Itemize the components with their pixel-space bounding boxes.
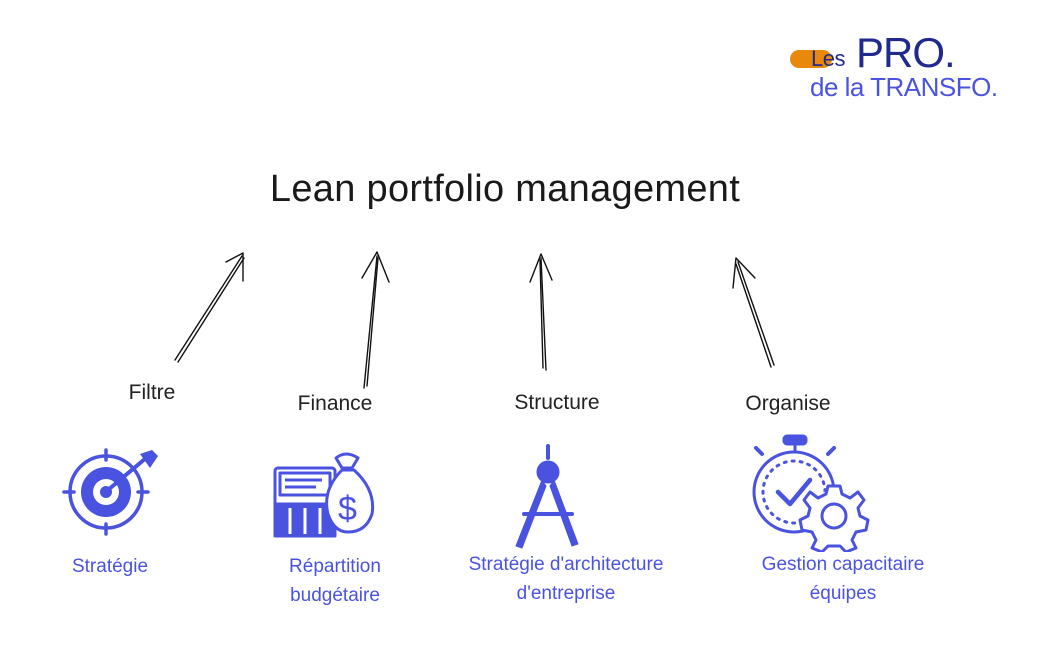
logo-les: Les [811, 46, 845, 71]
arrow-filtre [174, 252, 245, 363]
page-title: Lean portfolio management [269, 168, 741, 210]
caption-line: équipes [809, 583, 877, 604]
logo-pro: PRO. [856, 29, 956, 76]
caption-line: Répartition [289, 556, 381, 577]
logo-pill [790, 50, 832, 68]
caption-line: Stratégie [71, 556, 149, 577]
budget-moneybag-icon: $ [273, 452, 375, 538]
arrow-finance [361, 251, 390, 389]
label-filtre: Filtre [128, 381, 176, 404]
label-organise: Organise [745, 392, 831, 415]
caption-repartition: Répartition budgétaire [255, 552, 415, 610]
stopwatch-gear-icon [752, 434, 870, 552]
svg-text:$: $ [338, 490, 357, 528]
compass-icon [515, 444, 579, 549]
label-structure: Structure [514, 391, 600, 414]
target-icon [62, 448, 158, 536]
arrow-structure [529, 253, 553, 371]
arrow-organise [732, 257, 775, 368]
caption-line: budgétaire [290, 585, 380, 606]
logo-transfo: de la TRANSFO. [810, 72, 998, 102]
caption-line: Stratégie d'architecture [468, 554, 664, 575]
caption-line: d'entreprise [516, 583, 616, 604]
caption-architecture: Stratégie d'architecture d'entreprise [436, 550, 696, 608]
label-finance: Finance [297, 392, 373, 415]
caption-capacitaire: Gestion capacitaire équipes [728, 550, 958, 608]
brand-logo: Les PRO. de la TRANSFO. [786, 30, 1026, 110]
caption-strategie: Stratégie [30, 552, 190, 581]
caption-line: Gestion capacitaire [761, 554, 925, 575]
